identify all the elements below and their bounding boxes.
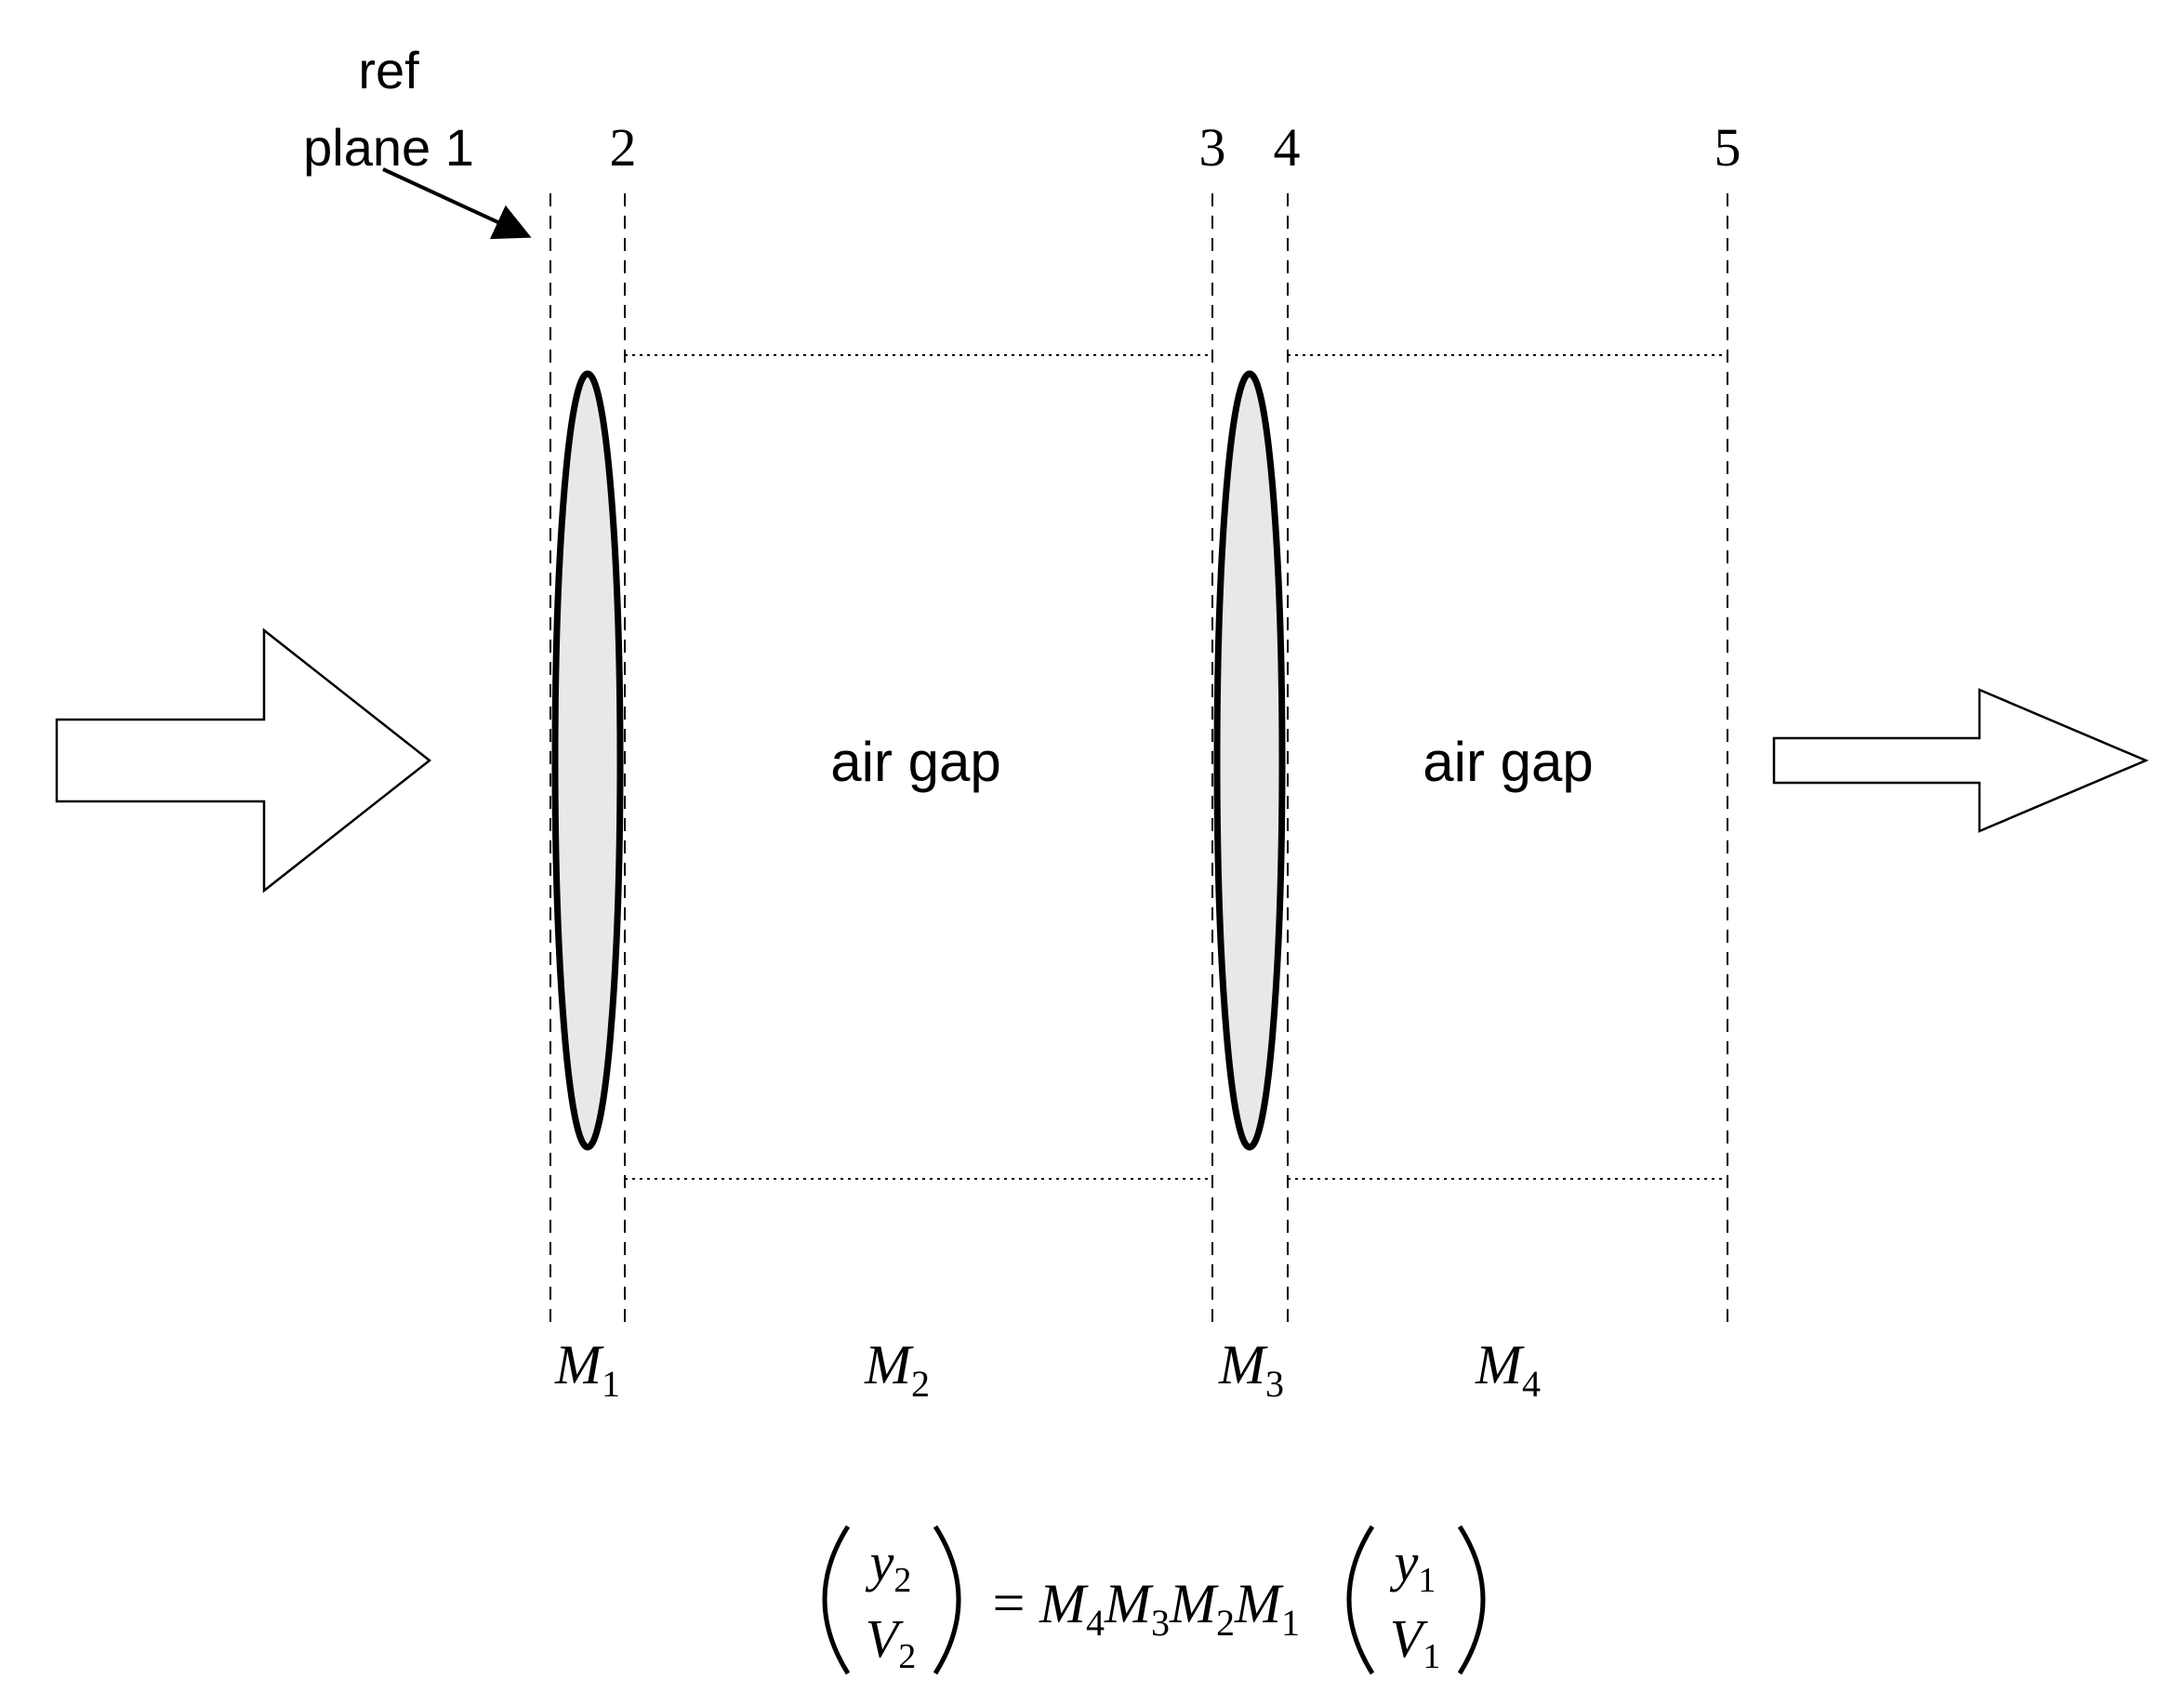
- rhs-left-paren: [1346, 1525, 1375, 1675]
- matrix-label-4: M4: [1475, 1334, 1541, 1405]
- matrix-product: M4M3M2M1: [1039, 1573, 1300, 1644]
- ref-label-line2: plane 1: [303, 118, 474, 177]
- air-gap-label-2: air gap: [1423, 731, 1593, 793]
- plane-label-5: 5: [1714, 117, 1741, 178]
- lens-2: [1213, 370, 1286, 1151]
- ref-label-line1: ref: [358, 41, 419, 99]
- plane-label-3: 3: [1199, 117, 1226, 178]
- output-beam-arrow: [1772, 688, 2150, 833]
- matrix-label-3: M3: [1218, 1334, 1284, 1405]
- matrix-label-1: M1: [554, 1334, 620, 1405]
- air-gap-label-1: air gap: [830, 731, 1000, 793]
- equation-equals: =: [993, 1572, 1026, 1635]
- ref-pointer-arrow: [382, 167, 532, 240]
- transfer-equation: y2 V2 = M4M3M2M1 y1 V1: [822, 1525, 1486, 1676]
- lens-1: [551, 370, 624, 1151]
- lhs-bottom-entry: V2: [866, 1608, 916, 1676]
- lhs-top-entry: y2: [866, 1532, 912, 1600]
- lhs-left-paren: [822, 1525, 851, 1675]
- plane-label-4: 4: [1274, 117, 1301, 178]
- rhs-right-paren: [1457, 1525, 1486, 1675]
- rhs-bottom-entry: V1: [1390, 1608, 1440, 1676]
- input-beam-arrow: [55, 628, 432, 893]
- rhs-top-entry: y1: [1390, 1532, 1436, 1600]
- matrix-label-2: M2: [864, 1334, 930, 1405]
- plane-label-2: 2: [610, 117, 637, 178]
- lhs-right-paren: [933, 1525, 961, 1675]
